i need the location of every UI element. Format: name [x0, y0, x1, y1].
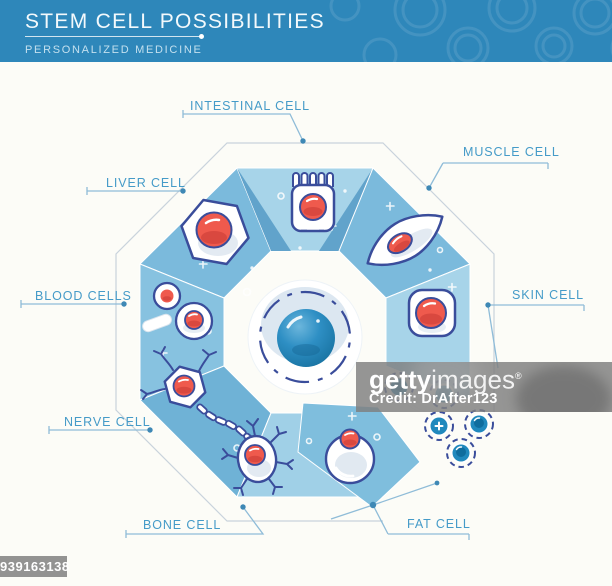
watermark-band: gettyimages® Credit: DrAfter123: [356, 362, 612, 412]
octagon-outline: [115, 142, 495, 522]
fold-wedge-left: [237, 168, 291, 251]
bone-leader-line: [125, 506, 265, 538]
watermark-credit: Credit: DrAfter123: [369, 391, 498, 407]
intestinal-cell-glyph: [290, 172, 336, 233]
label-liver-cell: LIVER CELL: [106, 176, 186, 190]
nerve-cell-glyph: [140, 346, 264, 450]
nerve-leader-line: [48, 426, 150, 434]
leader-dots: [121, 138, 491, 510]
getty-logo-bold: getty: [369, 364, 432, 395]
muscle-cell-glyph: [366, 213, 444, 267]
blood-leader-line: [20, 300, 124, 308]
liver-leader-line: [86, 187, 183, 195]
watermark-image-id: 939163138: [0, 556, 69, 577]
bone-cell-glyph: [221, 418, 294, 496]
blood-cells-glyph: [142, 281, 214, 341]
liver-cell-glyph: [180, 198, 250, 266]
label-skin-cell: SKIN CELL: [512, 288, 585, 302]
label-bone-cell: BONE CELL: [143, 518, 222, 532]
decorative-circles-pattern: [329, 0, 612, 62]
label-blood-cells: BLOOD CELLS: [35, 289, 132, 303]
registered-mark: ®: [514, 371, 522, 381]
skin-cell-glyph: [407, 288, 457, 338]
divider-dot: [199, 34, 204, 39]
page-subtitle: PERSONALIZED MEDICINE: [25, 44, 203, 56]
getty-logo: gettyimages®: [369, 363, 522, 393]
fat-leader-line: [330, 482, 470, 540]
muscle-leader-line: [428, 162, 549, 189]
fat-cell-glyph: [324, 428, 376, 485]
getty-logo-light: images: [431, 364, 515, 395]
skin-leader-line: [487, 304, 585, 369]
label-muscle-cell: MUSCLE CELL: [463, 145, 560, 159]
title-divider: [25, 34, 204, 39]
label-fat-cell: FAT CELL: [407, 517, 471, 531]
leader-lines: [20, 110, 585, 540]
header-banner: STEM CELL POSSIBILITIES PERSONALIZED MED…: [0, 0, 612, 62]
label-intestinal-cell: INTESTINAL CELL: [190, 99, 311, 113]
watermark-blob: [516, 366, 611, 412]
page-title: STEM CELL POSSIBILITIES: [25, 10, 325, 33]
label-nerve-cell: NERVE CELL: [64, 415, 151, 429]
stem-cell-glyph: [247, 279, 363, 395]
intestinal-leader-line: [182, 110, 304, 142]
